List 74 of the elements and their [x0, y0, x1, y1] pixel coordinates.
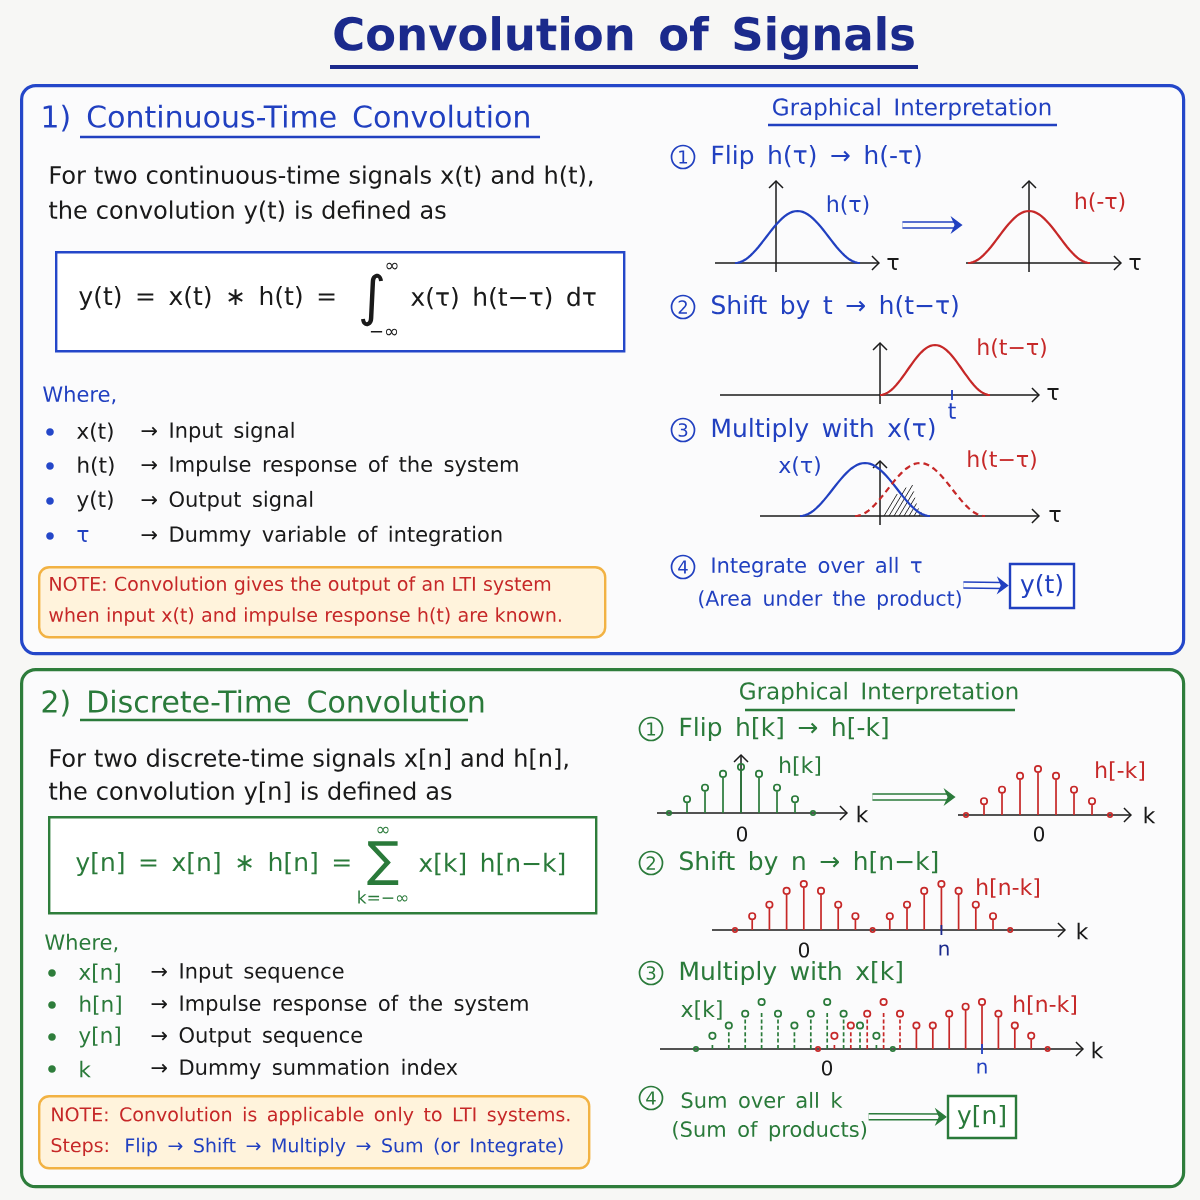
tick-label: n [977, 1062, 987, 1074]
note-box: NOTE: Convolution gives the output of an LTI system when input x(t) and impulse response h(t) are known. [38, 566, 607, 639]
step-note: (Sum of products) [673, 1120, 867, 1142]
axis-label: τ [1129, 258, 1141, 270]
step-heading: Shift by n → h[n−k] [680, 850, 938, 876]
curve-label: h[n-k] [1014, 995, 1076, 1015]
term: x(t) [77, 422, 113, 442]
curve-label: x[k] [681, 1000, 722, 1020]
step-number: 2 [638, 850, 664, 876]
tick-label: 0 [798, 942, 810, 958]
result-box: y(t) [1008, 562, 1076, 610]
axis-label: τ [1047, 388, 1059, 400]
step-number: 1 [638, 716, 664, 742]
text-line: Where, [45, 933, 118, 953]
step-number: 1 [670, 144, 696, 170]
step-heading: Shift by t → h(t−τ) [712, 294, 958, 320]
step-number: 4 [638, 1085, 664, 1111]
curve-label: h(t−τ) [968, 450, 1036, 470]
paragraph: For two continuous-time signals x(t) and h(t), the convolution y(t) is defined as [49, 165, 593, 224]
title: Convolution of Signals [330, 16, 918, 69]
tick-label: 0 [1033, 826, 1045, 842]
subheading: Graphical Interpretation [740, 681, 1018, 712]
text-line: Where, [43, 385, 116, 405]
definition: → Impulse response of the system [151, 994, 528, 1016]
section-heading: 1) Continuous-Time Convolution [43, 104, 540, 139]
step-heading: Multiply with x(τ) [712, 417, 935, 443]
curve-label: h(t−τ) [978, 338, 1046, 358]
definition: → Input signal [141, 421, 294, 443]
tick-label: 0 [821, 1060, 833, 1076]
step-number: 4 [670, 554, 696, 580]
axis-label: τ [1049, 510, 1061, 522]
note-box: NOTE: Convolution is applicable only to LTI systems. Steps: Flip → Shift → Multiply → Sum (or Integrate) [38, 1095, 591, 1170]
subheading: Graphical Interpretation [768, 97, 1057, 127]
axis-label: k [1077, 922, 1089, 940]
step-number: 3 [638, 960, 664, 986]
term: h(t) [78, 456, 114, 476]
step-note: (Area under the product) [699, 590, 961, 610]
step-heading: Sum over all k [681, 1091, 843, 1109]
definition: → Output signal [141, 490, 313, 512]
tick-label: t [948, 403, 956, 419]
definition: → Dummy summation index [151, 1058, 458, 1080]
definition: → Dummy variable of integration [141, 525, 502, 547]
step-heading: Integrate over all τ [712, 556, 922, 578]
definition: → Input sequence [151, 963, 344, 983]
term: h[n] [80, 995, 121, 1015]
term: τ [77, 530, 89, 542]
tick-label: 0 [736, 826, 748, 842]
step-heading: Flip h(τ) → h(-τ) [712, 144, 921, 170]
axis-label: k [857, 805, 869, 823]
curve-label: h(-τ) [1075, 192, 1125, 212]
axis-label: k [1144, 806, 1156, 824]
formula-box: y(t) = x(t) ∗ h(t) = ∫ ∞ −∞ x(τ) h(t−τ) dτ [55, 251, 626, 353]
term: y(t) [77, 490, 113, 512]
result-box: y[n] [946, 1094, 1018, 1140]
axis-label: τ [887, 258, 899, 270]
curve-label: x(τ) [778, 456, 820, 476]
step-heading: Flip h[k] → h[-k] [680, 716, 888, 742]
curve-label: h[n-k] [977, 878, 1039, 898]
step-heading: Multiply with x[k] [680, 960, 902, 986]
step-number: 2 [670, 294, 696, 320]
step-number: 3 [670, 417, 696, 443]
curve-label: h[k] [780, 756, 821, 776]
curve-label: h[-k] [1096, 761, 1144, 781]
paragraph: For two discrete-time signals x[n] and h[n], the convolution y[n] is defined as [49, 748, 568, 805]
axis-label: k [1092, 1041, 1104, 1059]
formula-box: y[n] = x[n] ∗ h[n] = ∞ ∑ k=−∞ x[k] h[n−k] [48, 816, 598, 915]
section-heading: 2) Discrete-Time Convolution [42, 689, 484, 722]
term: x[n] [79, 963, 120, 983]
curve-label: h(τ) [827, 195, 869, 215]
definition: → Impulse response of the system [141, 455, 518, 477]
definition: → Output sequence [151, 1027, 363, 1047]
tick-label: n [939, 944, 949, 956]
term: y[n] [79, 1026, 120, 1048]
term: k [80, 1060, 91, 1078]
